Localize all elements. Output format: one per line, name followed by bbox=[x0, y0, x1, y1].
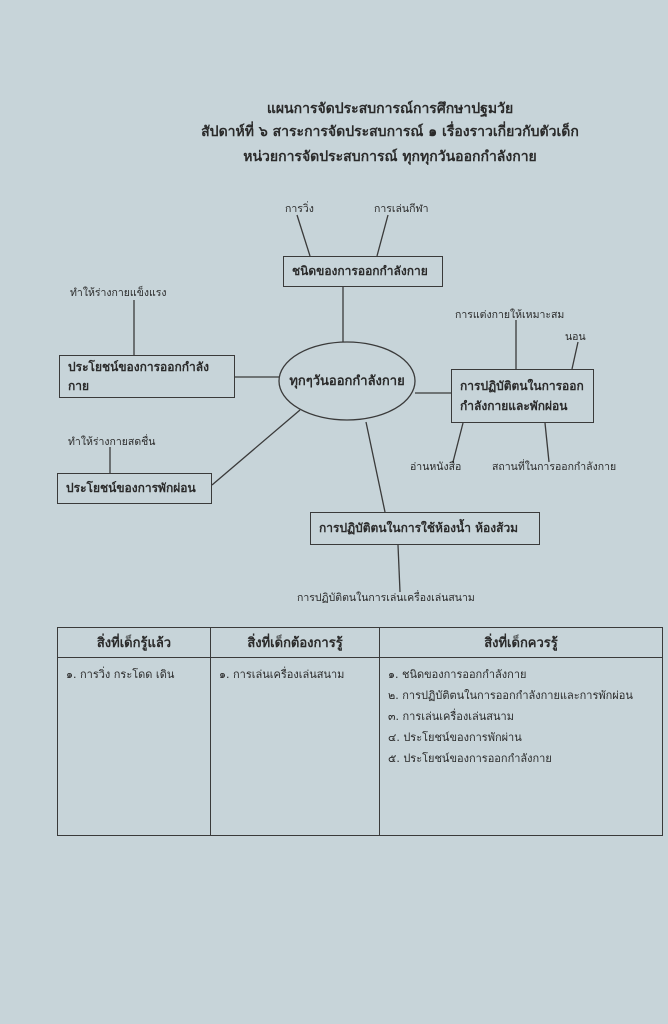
exercise-benefit-box: ประโยชน์ของการออกกำลังกาย bbox=[59, 355, 235, 398]
leaf-dress: การแต่งกายให้เหมาะสม bbox=[455, 309, 565, 321]
leaf-sports: การเล่นกีฬา bbox=[374, 203, 429, 215]
list-item: ๑. การเล่นเครื่องเล่นสนาม bbox=[219, 668, 345, 681]
header-want: สิ่งที่เด็กต้องการรู้ bbox=[210, 627, 380, 658]
list-item: ๑. การวิ่ง กระโดด เดิน bbox=[66, 668, 175, 681]
title-line-2: สัปดาห์ที่ ๖ สาระการจัดประสบการณ์ ๑ เรื่… bbox=[201, 124, 579, 140]
center-ellipse bbox=[278, 341, 416, 421]
rest-benefit-box: ประโยชน์ของการพักผ่อน bbox=[57, 473, 212, 504]
leaf-fresh-body: ทำให้ร่างกายสดชื่น bbox=[68, 436, 156, 448]
leaf-running: การวิ่ง bbox=[285, 203, 314, 215]
practice-box-line-2: กำลังกายและพักผ่อน bbox=[460, 399, 568, 413]
header-should: สิ่งที่เด็กควรรู้ bbox=[379, 627, 663, 658]
bathroom-box: การปฏิบัติตนในการใช้ห้องน้ำ ห้องส้วม bbox=[310, 512, 540, 545]
types-box: ชนิดของการออกกำลังกาย bbox=[283, 256, 443, 287]
leaf-place: สถานที่ในการออกกำลังกาย bbox=[492, 461, 617, 473]
cell-known: ๑. การวิ่ง กระโดด เดิน bbox=[57, 657, 211, 836]
table-row: ๑. การวิ่ง กระโดด เดิน ๑. การเล่นเครื่อง… bbox=[57, 657, 663, 836]
table-header-row: สิ่งที่เด็กรู้แล้ว สิ่งที่เด็กต้องการรู้… bbox=[57, 627, 663, 658]
cell-should: ๑. ชนิดของการออกกำลังกาย ๒. การปฏิบัติตน… bbox=[379, 657, 663, 836]
knowledge-table: สิ่งที่เด็กรู้แล้ว สิ่งที่เด็กต้องการรู้… bbox=[57, 627, 663, 836]
list-item: ๑. ชนิดของการออกกำลังกาย bbox=[388, 668, 527, 681]
list-item: ๕. ประโยชน์ของการออกกำลังกาย bbox=[388, 752, 552, 765]
list-item: ๒. การปฏิบัติตนในการออกกำลังกายและการพัก… bbox=[388, 689, 633, 702]
title-line-3: หน่วยการจัดประสบการณ์ ทุกทุกวันออกกำลังก… bbox=[243, 149, 537, 165]
cell-want: ๑. การเล่นเครื่องเล่นสนาม bbox=[210, 657, 380, 836]
leaf-playground: การปฏิบัติตนในการเล่นเครื่องเล่นสนาม bbox=[297, 592, 475, 604]
list-item: ๔. ประโยชน์ของการพักผ่าน bbox=[388, 731, 522, 744]
leaf-strong-body: ทำให้ร่างกายแข็งแรง bbox=[70, 287, 167, 299]
practice-box: การปฏิบัติตนในการออก กำลังกายและพักผ่อน bbox=[451, 369, 594, 423]
leaf-sleep: นอน bbox=[565, 331, 586, 343]
list-item: ๓. การเล่นเครื่องเล่นสนาม bbox=[388, 710, 514, 723]
header-known: สิ่งที่เด็กรู้แล้ว bbox=[57, 627, 211, 658]
title-line-1: แผนการจัดประสบการณ์การศึกษาปฐมวัย bbox=[266, 101, 514, 117]
leaf-reading: อ่านหนังสือ bbox=[410, 461, 462, 473]
center-topic: ทุกๆวันออกกำลังกาย bbox=[289, 374, 405, 389]
practice-box-line-1: การปฏิบัติตนในการออก bbox=[460, 379, 584, 393]
